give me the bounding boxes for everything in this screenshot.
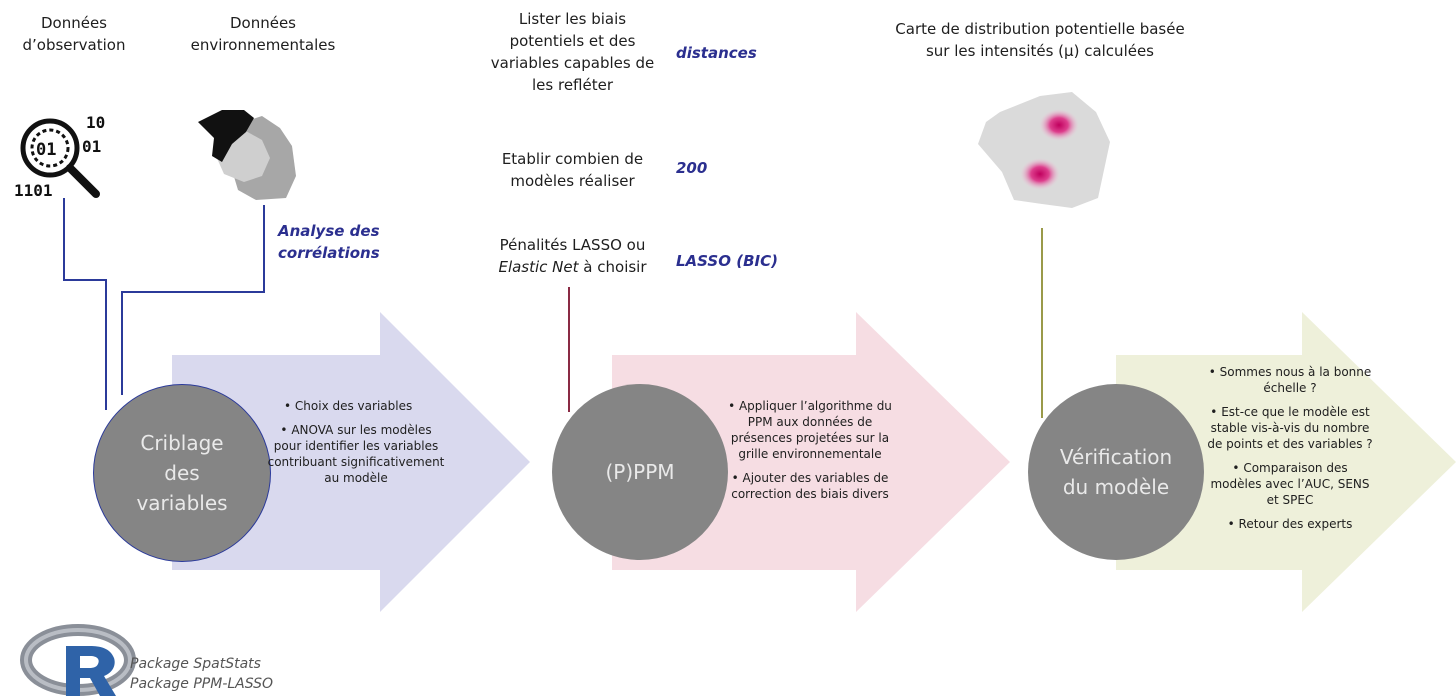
penalty-step-text-italic: Elastic Net: [498, 258, 579, 276]
environment-data-label: Données environnementales: [190, 14, 336, 54]
correlation-analysis-label: Analyse des corrélations: [278, 222, 380, 262]
bullet-item: Choix des variables: [266, 398, 446, 414]
stage-circle-ppm-label: (P)PPM: [605, 460, 675, 484]
stage-ppm-bullets: Appliquer l’algorithme du PPM aux donnée…: [716, 398, 904, 510]
stage-circle-verification-label: Vérification du modèle: [1059, 445, 1173, 499]
bullet-item: Est-ce que le modèle est stable vis-à-vi…: [1206, 404, 1374, 452]
stage-screening-bullets: Choix des variables ANOVA sur les modèle…: [266, 398, 446, 494]
bias-step-value: distances: [676, 44, 757, 62]
connector-environment: [121, 205, 265, 395]
france-intensity-map-icon: [978, 92, 1110, 208]
arrow-stage-2: [612, 312, 1010, 612]
penalty-step-value: LASSO (BIC): [676, 252, 778, 270]
france-environment-map-icon: [198, 110, 296, 200]
models-count-step-value: 200: [676, 159, 708, 177]
binary-digit: 10: [86, 113, 105, 132]
package-list: Package SpatStats Package PPM-LASSO: [130, 654, 273, 694]
bullet-item: Ajouter des variables de correction des …: [716, 470, 904, 502]
package-ppm-lasso: Package PPM-LASSO: [130, 676, 274, 692]
binary-data-icon: 10 01 01 1101: [14, 113, 105, 200]
models-count-step-text: Etablir combien de modèles réaliser: [501, 150, 644, 190]
intensity-spot: [1039, 109, 1079, 141]
binary-digit: 01: [36, 140, 56, 160]
penalty-step-text-tail: à choisir: [583, 258, 647, 276]
bullet-item: Comparaison des modèles avec l’AUC, SENS…: [1206, 460, 1374, 508]
r-logo-icon: [20, 624, 136, 696]
bias-step-text: Lister les biais potentiels et des varia…: [490, 10, 655, 94]
stage-verification-bullets: Sommes nous à la bonne échelle ? Est-ce …: [1206, 364, 1374, 540]
bullet-item: Retour des experts: [1206, 516, 1374, 532]
bullet-item: ANOVA sur les modèles pour identifier le…: [266, 422, 446, 486]
observation-data-label: Données d’observation: [22, 14, 126, 54]
penalty-step-text-plain: Pénalités LASSO ou: [499, 236, 646, 254]
package-spatstats: Package SpatStats: [130, 656, 261, 672]
stage-circle-screening: Criblage des variables: [93, 384, 271, 562]
binary-digit: 01: [82, 137, 101, 156]
binary-digit: 1101: [14, 181, 53, 200]
stage-circle-screening-label: Criblage des variables: [136, 431, 228, 515]
bullet-item: Appliquer l’algorithme du PPM aux donnée…: [716, 398, 904, 462]
stage-circle-ppm: (P)PPM: [552, 384, 728, 560]
bullet-item: Sommes nous à la bonne échelle ?: [1206, 364, 1374, 396]
intensity-spot: [1020, 158, 1060, 190]
output-map-label: Carte de distribution potentielle basée …: [895, 20, 1185, 60]
penalty-step-text: Pénalités LASSO ou Elastic Net à choisir: [480, 234, 665, 278]
stage-circle-verification: Vérification du modèle: [1028, 384, 1204, 560]
connector-observation: [63, 198, 107, 410]
